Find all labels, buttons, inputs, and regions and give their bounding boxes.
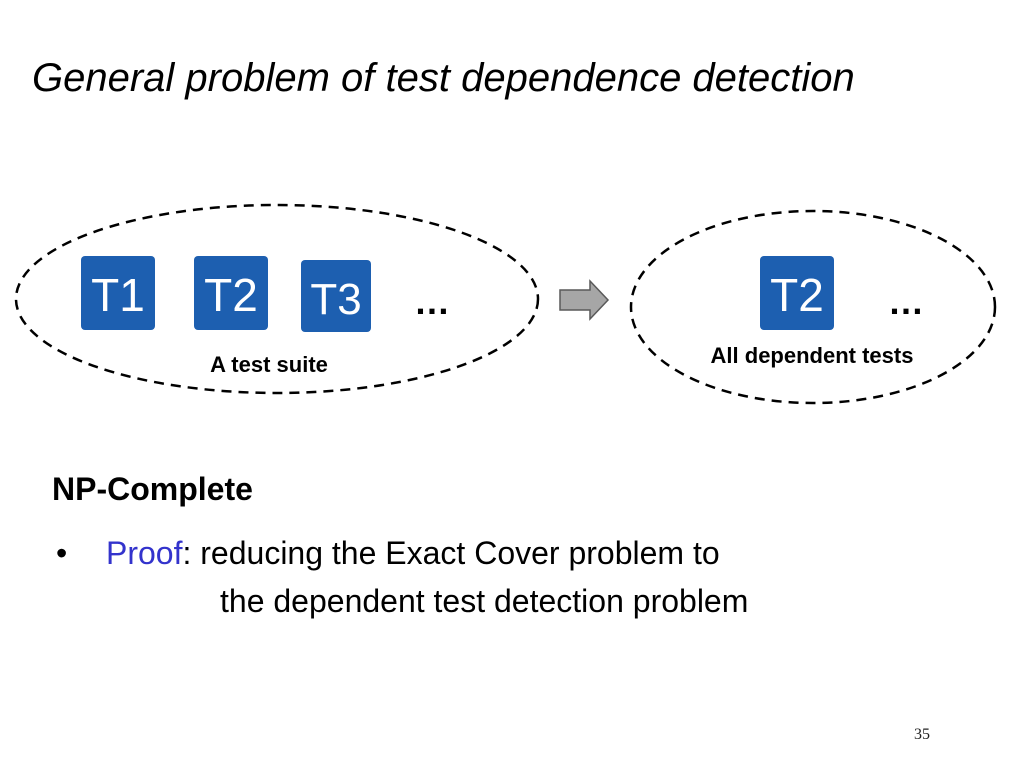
dependent-tests-caption: All dependent tests xyxy=(711,343,914,368)
right-arrow-icon xyxy=(559,279,610,321)
bullet-marker: • xyxy=(56,535,68,571)
tile-t2-label: T2 xyxy=(204,269,258,321)
np-complete-heading: NP-Complete xyxy=(52,471,253,507)
dependence-diagram: T1 T2 T3 … A test suite T2 … All depende… xyxy=(14,203,997,405)
tile-t3-label: T3 xyxy=(310,275,361,324)
proof-text-line-1: : reducing the Exact Cover problem to xyxy=(182,535,720,571)
tile-t2-dependent-label: T2 xyxy=(770,269,824,321)
test-suite-caption: A test suite xyxy=(210,352,328,377)
proof-line-1: Proof: reducing the Exact Cover problem … xyxy=(106,534,720,573)
page-number: 35 xyxy=(914,726,930,743)
tile-t2: T2 xyxy=(194,256,268,330)
tile-t1: T1 xyxy=(81,256,155,330)
proof-text-line-2: the dependent test detection problem xyxy=(220,583,749,619)
dependent-tests-ellipsis: … xyxy=(888,281,924,322)
dependent-tests-ellipse xyxy=(629,209,997,405)
tile-t3: T3 xyxy=(301,260,371,332)
test-suite-ellipsis: … xyxy=(414,281,450,322)
test-suite-ellipse xyxy=(14,203,540,395)
tile-t1-label: T1 xyxy=(91,269,145,321)
slide-title: General problem of test dependence detec… xyxy=(32,56,855,100)
tile-t2-dependent: T2 xyxy=(760,256,834,330)
proof-label: Proof xyxy=(106,535,183,571)
